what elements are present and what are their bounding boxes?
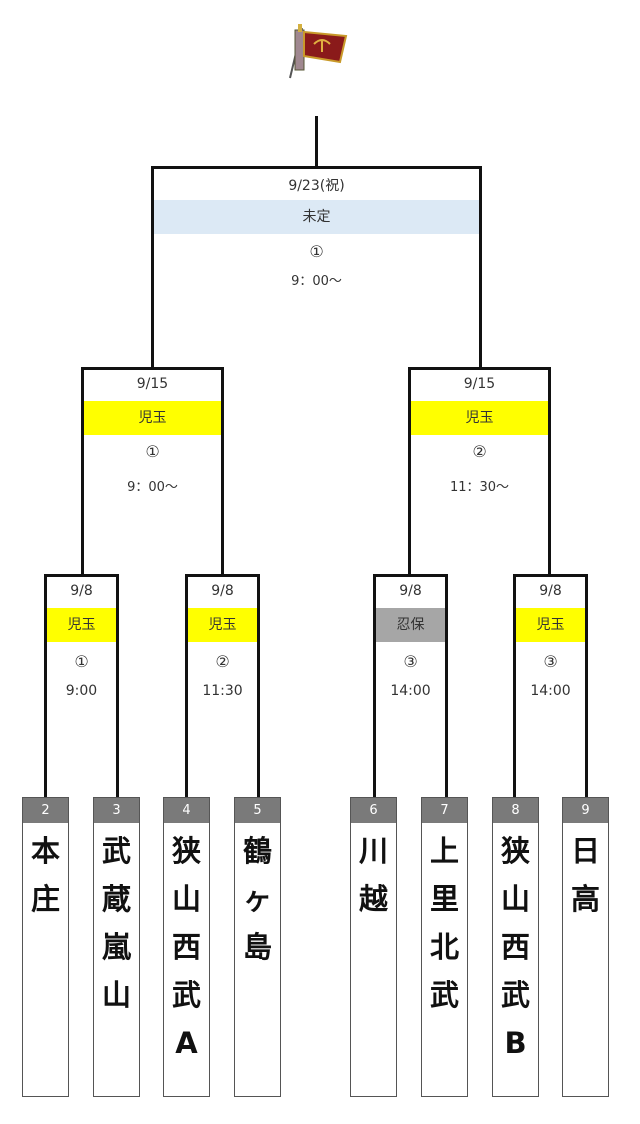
final-match: 9/23(祝) 未定 ① 9：00～ — [151, 166, 482, 370]
team-seed-number: 2 — [23, 798, 68, 823]
match-date: 9/8 — [399, 583, 422, 599]
match-venue: 児玉 — [188, 608, 257, 642]
match-time: 14:00 — [530, 683, 571, 699]
match-game-number: ③ — [543, 652, 558, 671]
quarterfinal-match-2: 9/8 児玉 ② 11:30 — [185, 574, 260, 798]
match-date: 9/23(祝) — [288, 178, 345, 194]
match-time: 9：00～ — [291, 274, 342, 289]
quarterfinal-match-4: 9/8 児玉 ③ 14:00 — [513, 574, 588, 798]
team-name: 鶴ヶ島 — [242, 834, 272, 964]
match-venue: 児玉 — [516, 608, 585, 642]
team-seed-number: 6 — [351, 798, 396, 823]
team-name: 日高 — [570, 834, 600, 916]
team-card: 4 狭山西武A — [163, 797, 210, 1097]
team-seed-number: 3 — [94, 798, 139, 823]
team-name: 武蔵嵐山 — [101, 834, 131, 1012]
quarterfinal-match-3: 9/8 忍保 ③ 14:00 — [373, 574, 448, 798]
match-date: 9/15 — [136, 376, 169, 392]
team-name: 本庄 — [30, 834, 60, 916]
team-seed-number: 7 — [422, 798, 467, 823]
team-card: 9 日高 — [562, 797, 609, 1097]
team-seed-number: 5 — [235, 798, 280, 823]
match-time: 9:00 — [65, 683, 98, 699]
final-stem-line — [315, 116, 318, 168]
match-game-number: ① — [309, 242, 324, 261]
match-game-number: ① — [145, 442, 160, 461]
flag-icon — [289, 24, 348, 79]
match-date: 9/8 — [539, 583, 562, 599]
match-venue: 児玉 — [47, 608, 116, 642]
match-date: 9/8 — [211, 583, 234, 599]
team-card: 8 狭山西武B — [492, 797, 539, 1097]
match-game-number: ② — [472, 442, 487, 461]
team-name: 狭山西武A — [171, 834, 201, 1060]
match-time: 11：30～ — [449, 480, 510, 495]
team-card: 6 川越 — [350, 797, 397, 1097]
team-card: 3 武蔵嵐山 — [93, 797, 140, 1097]
match-game-number: ② — [215, 652, 230, 671]
match-time: 9：00～ — [127, 480, 178, 495]
semifinal-match-1: 9/15 児玉 ① 9：00～ — [81, 367, 224, 577]
quarterfinal-match-1: 9/8 児玉 ① 9:00 — [44, 574, 119, 798]
match-date: 9/15 — [463, 376, 496, 392]
match-game-number: ① — [74, 652, 89, 671]
team-card: 7 上里北武 — [421, 797, 468, 1097]
match-venue: 児玉 — [411, 401, 548, 435]
team-seed-number: 9 — [563, 798, 608, 823]
match-time: 11:30 — [202, 683, 243, 699]
semifinal-match-2: 9/15 児玉 ② 11：30～ — [408, 367, 551, 577]
match-venue: 児玉 — [84, 401, 221, 435]
match-venue: 忍保 — [376, 608, 445, 642]
team-name: 上里北武 — [429, 834, 459, 1012]
match-time: 14:00 — [390, 683, 431, 699]
match-date: 9/8 — [70, 583, 93, 599]
team-seed-number: 4 — [164, 798, 209, 823]
team-seed-number: 8 — [493, 798, 538, 823]
team-card: 2 本庄 — [22, 797, 69, 1097]
team-name: 川越 — [358, 834, 388, 916]
match-venue: 未定 — [154, 200, 479, 234]
team-name: 狭山西武B — [500, 834, 530, 1060]
match-game-number: ③ — [403, 652, 418, 671]
team-card: 5 鶴ヶ島 — [234, 797, 281, 1097]
